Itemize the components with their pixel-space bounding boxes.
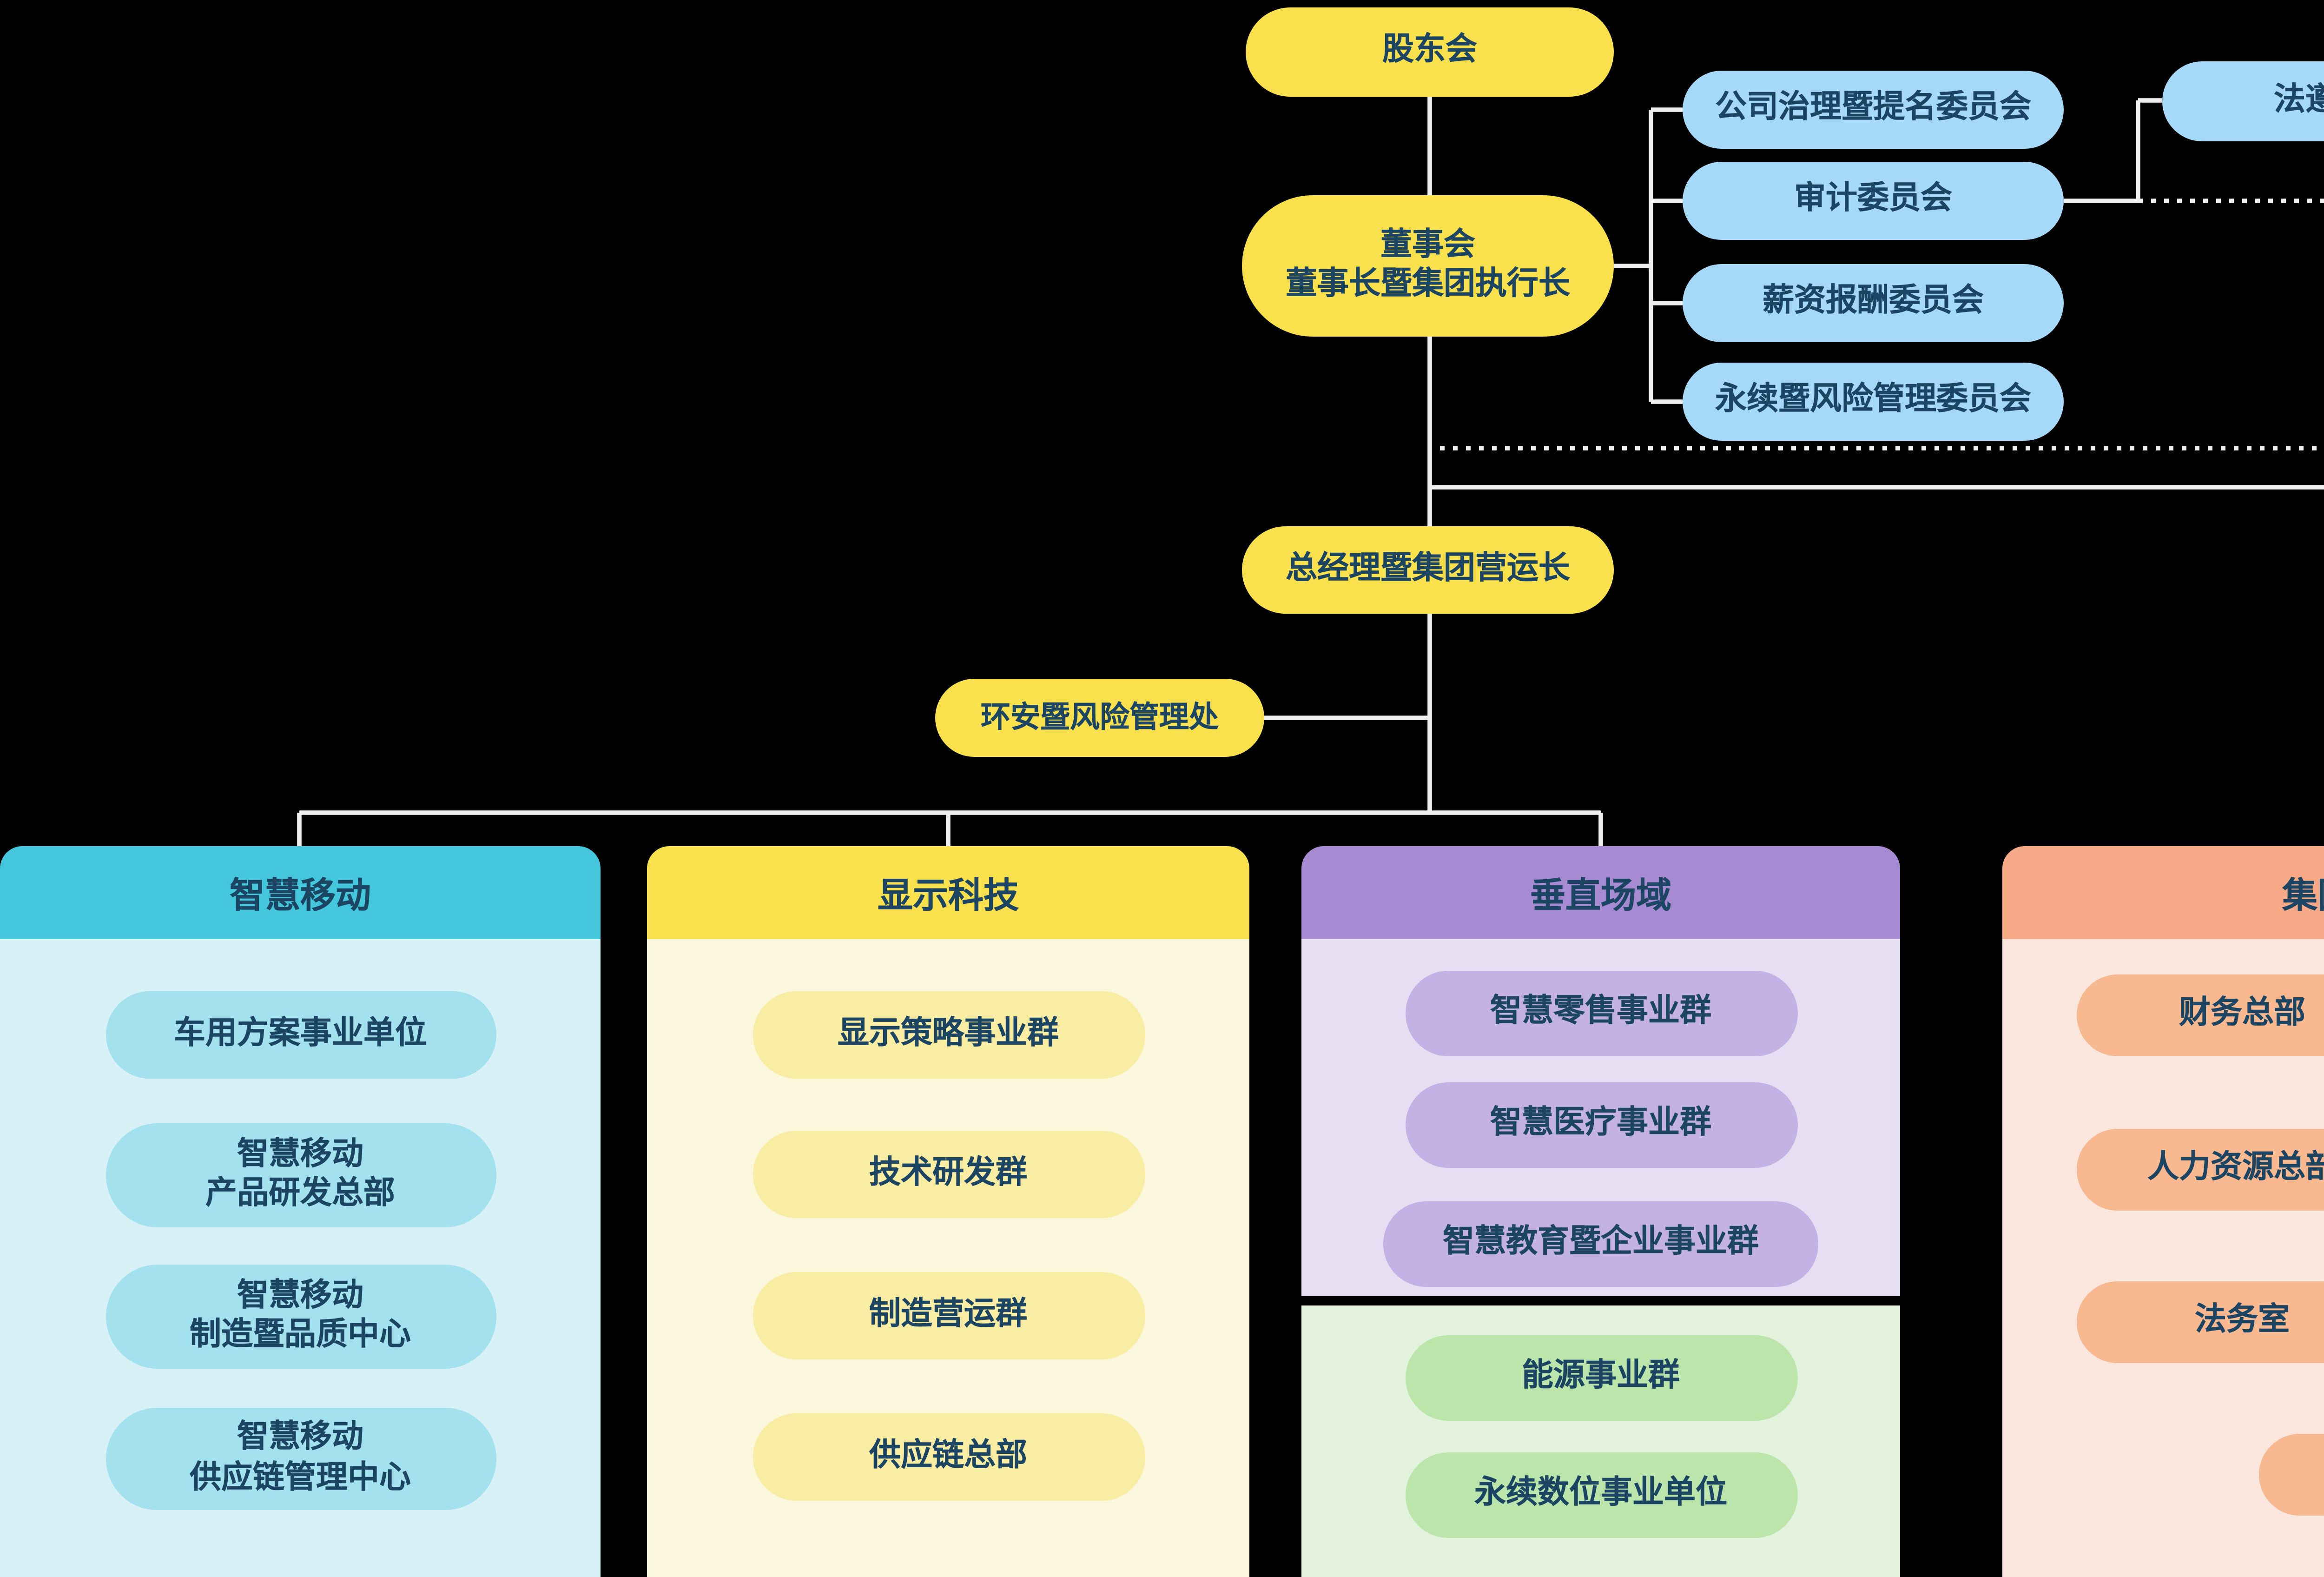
division-smart-mobility-header: 智慧移动: [0, 846, 601, 939]
unit-smart-retail: 智慧零售事业群: [1405, 971, 1797, 1056]
division-group-support: 集团营运支援单位 财务总部 数位技术发展总部 人力资源总部 永续发展总部 法务室…: [2002, 846, 2324, 1577]
unit-manufacturing-ops: 制造营运群: [752, 1272, 1144, 1359]
node-board: 董事会 董事长暨集团执行长: [1242, 195, 1614, 337]
unit-tech-rd: 技术研发群: [752, 1131, 1144, 1218]
division-group-support-header: 集团营运支援单位: [2002, 846, 2324, 939]
node-committee-sustainability-risk: 永续暨风险管理委员会: [1683, 363, 2064, 441]
division-display-tech-body: 显示策略事业群 技术研发群 制造营运群 供应链总部: [647, 939, 1249, 1577]
node-ehs-risk-office: 环安暨风险管理处: [935, 679, 1264, 757]
node-committee-compensation: 薪资报酬委员会: [1683, 264, 2064, 342]
division-display-tech: 显示科技 显示策略事业群 技术研发群 制造营运群 供应链总部: [647, 846, 1249, 1577]
division-energy-body: 能源事业群 永续数位事业单位: [1301, 1305, 1900, 1577]
wire-compliance-link: [2064, 98, 2162, 203]
unit-mobility-supply-chain: 智慧移动 供应链管理中心: [105, 1408, 495, 1510]
unit-mobility-mfg-quality: 智慧移动 制造暨品质中心: [105, 1265, 495, 1369]
unit-supply-chain-hq: 供应链总部: [752, 1413, 1144, 1501]
node-coo: 总经理暨集团营运长: [1242, 526, 1614, 614]
wire-solid-main: [297, 97, 2324, 850]
wire-dotted-compliance-to-coo-line: [1430, 446, 2324, 451]
node-compliance-counsel: 法遵总顾问: [2162, 61, 2324, 141]
unit-automotive-solutions: 车用方案事业单位: [105, 991, 495, 1079]
division-smart-mobility: 智慧移动 车用方案事业单位 智慧移动 产品研发总部 智慧移动 制造暨品质中心 智…: [0, 846, 601, 1577]
node-committee-governance-nomination: 公司治理暨提名委员会: [1683, 71, 2064, 149]
wire-committee-bracket: [1614, 107, 1683, 404]
division-vertical-domains-body: 智慧零售事业群 智慧医疗事业群 智慧教育暨企业事业群: [1301, 939, 1900, 1296]
unit-smart-medical: 智慧医疗事业群: [1405, 1082, 1797, 1168]
unit-finance-hq: 财务总部: [2077, 974, 2324, 1056]
unit-smart-education-enterprise: 智慧教育暨企业事业群: [1383, 1201, 1818, 1287]
unit-mobility-product-rd: 智慧移动 产品研发总部: [105, 1123, 495, 1227]
division-smart-mobility-body: 车用方案事业单位 智慧移动 产品研发总部 智慧移动 制造暨品质中心 智慧移动 供…: [0, 939, 601, 1577]
unit-audit-office: 稽核管理处: [2259, 1434, 2324, 1516]
unit-display-strategy: 显示策略事业群: [752, 991, 1144, 1079]
node-committee-audit: 审计委员会: [1683, 162, 2064, 240]
node-shareholders: 股东会: [1246, 7, 1614, 97]
unit-energy: 能源事业群: [1405, 1335, 1797, 1421]
division-vertical-domains: 垂直场域 智慧零售事业群 智慧医疗事业群 智慧教育暨企业事业群 能源事业群 永续…: [1301, 846, 1900, 1577]
division-display-tech-header: 显示科技: [647, 846, 1249, 939]
division-group-support-body: 财务总部 数位技术发展总部 人力资源总部 永续发展总部 法务室 策略投资管理中心…: [2002, 939, 2324, 1577]
unit-sustainable-digital: 永续数位事业单位: [1405, 1452, 1797, 1538]
unit-legal-office: 法务室: [2077, 1281, 2324, 1363]
division-vertical-domains-header: 垂直场域: [1301, 846, 1900, 939]
unit-hr-hq: 人力资源总部: [2077, 1129, 2324, 1211]
